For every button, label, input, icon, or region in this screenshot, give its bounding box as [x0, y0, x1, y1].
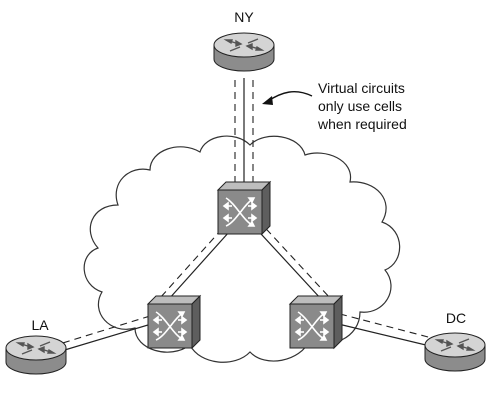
router-icon-ny: [213, 32, 275, 72]
node-label-ny: NY: [234, 9, 254, 25]
annotation-line-3: when required: [317, 116, 407, 132]
annotation-line-1: Virtual circuits: [318, 80, 405, 96]
atm-switch-icon-left: [147, 295, 201, 349]
callout-arrow: [267, 90, 313, 102]
router-icon-la: [5, 335, 67, 375]
router-icon-dc: [424, 332, 486, 372]
node-label-dc: DC: [446, 310, 466, 326]
callout-arrowhead: [262, 96, 273, 105]
atm-switch-icon-right: [289, 295, 343, 349]
node-label-la: LA: [31, 317, 49, 333]
annotation-line-2: only use cells: [318, 98, 402, 114]
atm-switch-icon-top: [217, 181, 271, 235]
network-cloud: [83, 135, 401, 363]
